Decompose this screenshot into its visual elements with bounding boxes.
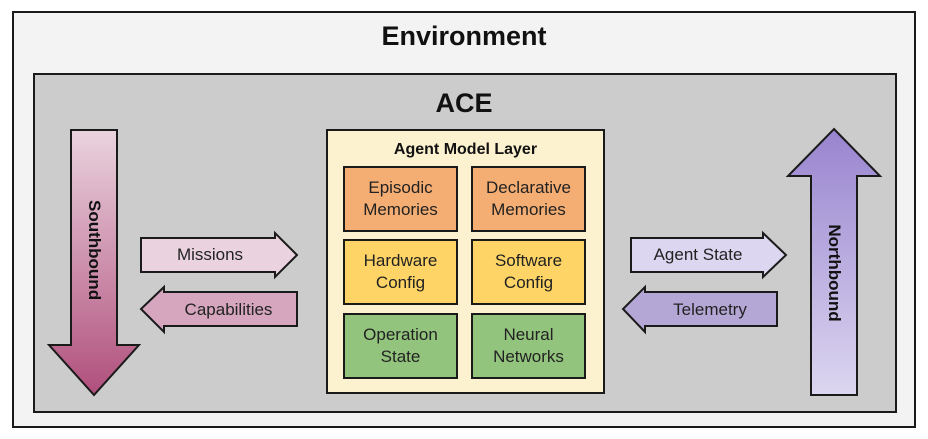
neural-networks-box: Neural Networks <box>471 313 586 379</box>
ace-title: ACE <box>435 88 493 118</box>
capabilities-arrow <box>139 284 298 335</box>
capabilities-label: Capabilities <box>184 300 273 319</box>
northbound-arrow <box>785 127 883 396</box>
telemetry-arrow <box>621 284 778 335</box>
southbound-label: Southbound <box>85 200 104 301</box>
agent-state-label: Agent State <box>653 245 743 264</box>
telemetry-label: Telemetry <box>673 300 747 319</box>
missions-label: Missions <box>176 245 244 264</box>
operation-state-box: Operation State <box>343 313 458 379</box>
software-config-box: Software Config <box>471 239 586 305</box>
southbound-arrow <box>46 129 142 397</box>
environment-title: Environment <box>381 21 547 51</box>
missions-arrow <box>140 230 299 280</box>
northbound-label: Northbound <box>825 224 844 322</box>
declarative-memories-box: Declarative Memories <box>471 166 586 232</box>
episodic-memories-box: Episodic Memories <box>343 166 458 232</box>
agent-state-arrow <box>630 230 788 280</box>
hardware-config-box: Hardware Config <box>343 239 458 305</box>
agent-model-layer-title: Agent Model Layer <box>393 141 538 158</box>
